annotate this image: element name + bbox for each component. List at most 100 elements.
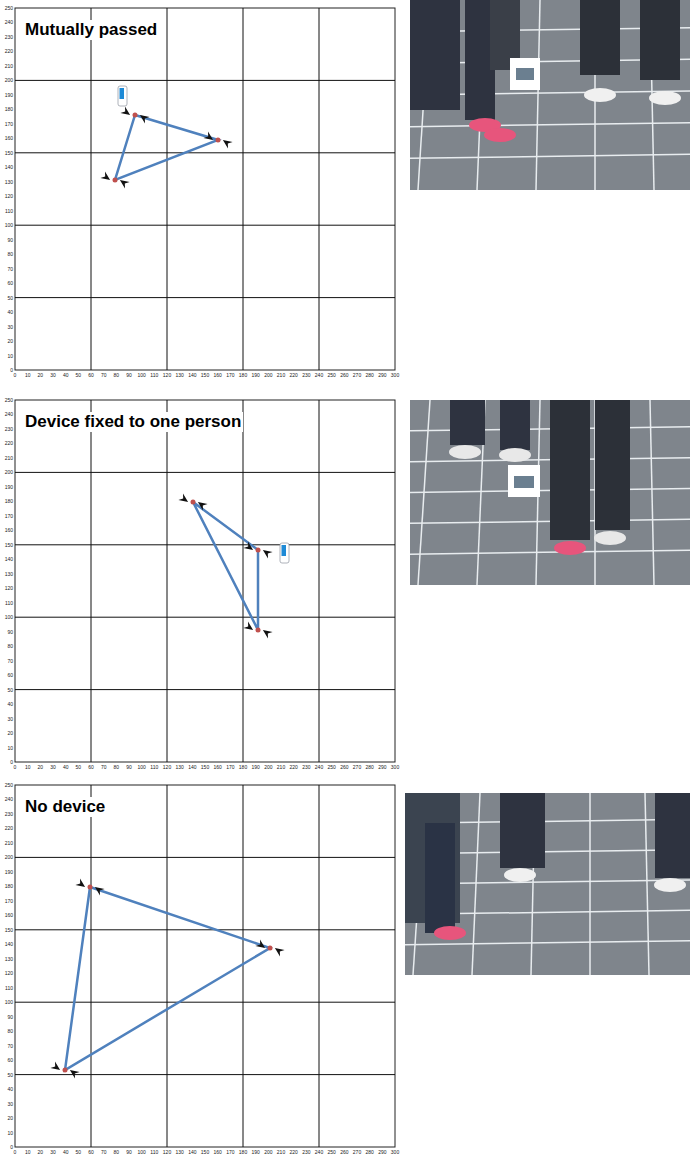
x-tick: 0 (14, 1149, 17, 1155)
y-tick: 70 (7, 1043, 13, 1049)
x-tick: 10 (25, 764, 31, 770)
x-tick: 260 (340, 372, 348, 378)
position-dot (113, 178, 118, 183)
grid-line (15, 225, 395, 226)
y-tick: 20 (7, 730, 13, 736)
y-tick: 0 (10, 367, 13, 373)
device-body (280, 543, 289, 563)
x-tick: 220 (289, 372, 297, 378)
y-tick: 220 (5, 48, 13, 54)
grid-line (91, 785, 92, 1147)
y-tick: 170 (5, 898, 13, 904)
arrowhead (255, 939, 265, 948)
y-tick: 20 (7, 338, 13, 344)
x-tick: 130 (175, 1149, 183, 1155)
grid-chart (15, 785, 395, 1147)
x-tick: 60 (88, 1149, 94, 1155)
grid-line (319, 400, 320, 762)
position-dot (256, 628, 261, 633)
grid-line (91, 8, 92, 370)
arrowhead (275, 948, 285, 957)
y-tick: 220 (5, 825, 13, 831)
x-tick: 20 (38, 1149, 44, 1155)
y-tick: 120 (5, 193, 13, 199)
x-tick: 120 (163, 764, 171, 770)
device-screen (282, 545, 287, 556)
arrowhead (100, 171, 110, 180)
floor-line (410, 123, 690, 127)
floor-line (645, 793, 649, 975)
x-tick: 270 (353, 764, 361, 770)
x-tick: 250 (327, 764, 335, 770)
arrowhead (75, 878, 85, 887)
x-tick: 30 (50, 1149, 56, 1155)
x-tick: 200 (264, 1149, 272, 1155)
y-tick: 240 (5, 19, 13, 25)
leg (410, 0, 460, 110)
y-tick: 170 (5, 513, 13, 519)
panel-title: Device fixed to one person (23, 412, 243, 432)
x-tick: 120 (163, 372, 171, 378)
x-tick: 80 (114, 372, 120, 378)
x-tick: 190 (251, 1149, 259, 1155)
device-icon (118, 86, 127, 106)
x-tick: 140 (188, 372, 196, 378)
y-tick: 180 (5, 883, 13, 889)
x-tick: 140 (188, 764, 196, 770)
arrowhead (203, 131, 213, 140)
x-tick: 0 (14, 764, 17, 770)
device-body (118, 86, 127, 106)
x-tick: 200 (264, 372, 272, 378)
x-tick: 50 (76, 1149, 82, 1155)
shoe (484, 128, 516, 142)
y-tick: 40 (7, 309, 13, 315)
x-tick: 160 (213, 1149, 221, 1155)
x-tick: 60 (88, 372, 94, 378)
triangle (65, 887, 270, 1070)
x-tick: 280 (365, 372, 373, 378)
y-tick: 130 (5, 956, 13, 962)
x-tick: 300 (391, 764, 399, 770)
x-tick: 70 (101, 1149, 107, 1155)
x-tick: 80 (114, 764, 120, 770)
grid-chart (15, 400, 395, 762)
y-tick: 210 (5, 455, 13, 461)
y-tick: 60 (7, 672, 13, 678)
x-tick: 50 (76, 764, 82, 770)
x-tick: 100 (137, 764, 145, 770)
y-tick: 160 (5, 527, 13, 533)
y-tick: 80 (7, 1028, 13, 1034)
grid-line (15, 80, 395, 81)
x-tick: 30 (50, 372, 56, 378)
floor-line (650, 400, 654, 585)
y-tick: 10 (7, 745, 13, 751)
x-tick: 40 (63, 764, 69, 770)
y-tick: 250 (5, 397, 13, 403)
y-tick: 140 (5, 556, 13, 562)
y-tick: 230 (5, 811, 13, 817)
y-tick: 50 (7, 295, 13, 301)
x-tick: 290 (378, 764, 386, 770)
floor-line (536, 0, 540, 190)
x-tick: 210 (277, 764, 285, 770)
position-dot (63, 1068, 68, 1073)
arrowhead (243, 621, 253, 630)
y-tick: 180 (5, 106, 13, 112)
y-tick: 10 (7, 353, 13, 359)
x-tick: 190 (251, 764, 259, 770)
leg (580, 0, 620, 75)
y-tick: 100 (5, 614, 13, 620)
position-dot (268, 946, 273, 951)
shoe (584, 88, 616, 102)
x-tick: 90 (126, 1149, 132, 1155)
grid-line (243, 785, 244, 1147)
y-tick: 150 (5, 542, 13, 548)
x-tick: 280 (365, 1149, 373, 1155)
arrowhead (223, 140, 233, 149)
y-tick: 230 (5, 34, 13, 40)
y-tick: 240 (5, 796, 13, 802)
y-tick: 190 (5, 869, 13, 875)
y-tick: 210 (5, 63, 13, 69)
x-tick: 230 (302, 372, 310, 378)
device-photo-screen (516, 68, 534, 80)
